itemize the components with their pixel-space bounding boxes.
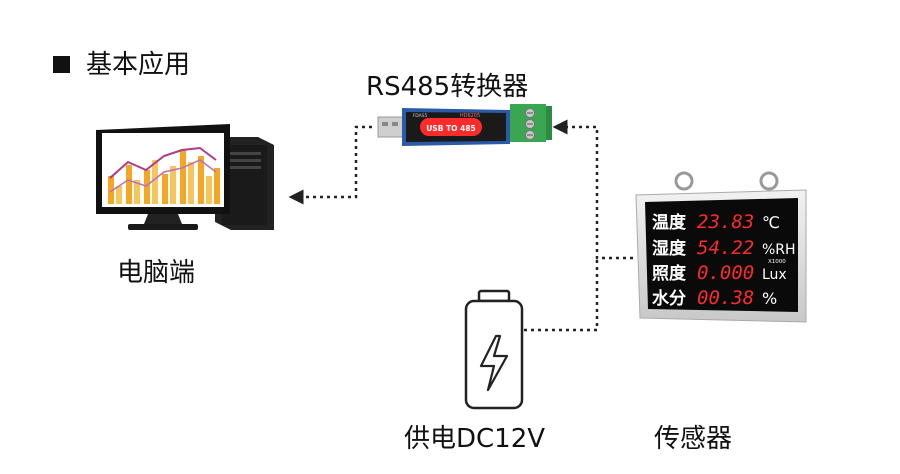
heading-title: 基本应用 [86, 50, 191, 80]
label-sensor: 传感器 [654, 424, 733, 454]
battery-icon [464, 289, 524, 410]
sensor-row-name: 水分 [652, 288, 686, 309]
sensor-row-value: 23.83 [697, 211, 754, 233]
sensor-row-value: 00.38 [697, 287, 754, 309]
heading-bullet [53, 56, 70, 73]
sensor-row-unit: ℃ [762, 213, 780, 232]
connector-converter-to-pc [288, 125, 372, 205]
sensor-row-multiplier: X1000 [768, 259, 786, 265]
label-converter: RS485转换器 [366, 72, 529, 102]
connector-power-to-line [524, 258, 599, 332]
sensor-row-unit: Lux [762, 267, 787, 283]
sensor-row-unit: % [762, 289, 777, 308]
lightning-bolt-icon [479, 334, 509, 392]
sensor-row-value: 54.22 [697, 237, 754, 259]
sensor-row-name: 照度 [652, 263, 687, 284]
sensor-row-unit: %RH [762, 242, 796, 258]
sensor-row-value: 0.000 [697, 262, 754, 284]
converter-brand: FDAS5 [413, 113, 428, 119]
rs485-converter-icon: USB TO 485 HD6205 FDAS5 [377, 104, 552, 146]
computer-icon [96, 124, 274, 230]
screen-chart [108, 146, 220, 204]
converter-model: HD6205 [460, 113, 480, 119]
sensor-display-icon: 温度 湿度 照度 水分 23.83 54.22 0.000 00.38 ℃ %R… [635, 171, 807, 323]
label-power: 供电DC12V [404, 424, 546, 454]
sensor-row-name: 湿度 [652, 238, 687, 259]
sensor-row-name: 温度 [652, 212, 687, 233]
label-pc: 电脑端 [117, 258, 196, 288]
sensor-rows: 温度 湿度 照度 水分 23.83 54.22 0.000 00.38 ℃ %R… [652, 211, 796, 309]
connector-sensor-to-converter [552, 119, 633, 260]
converter-text: USB TO 485 [426, 124, 476, 133]
